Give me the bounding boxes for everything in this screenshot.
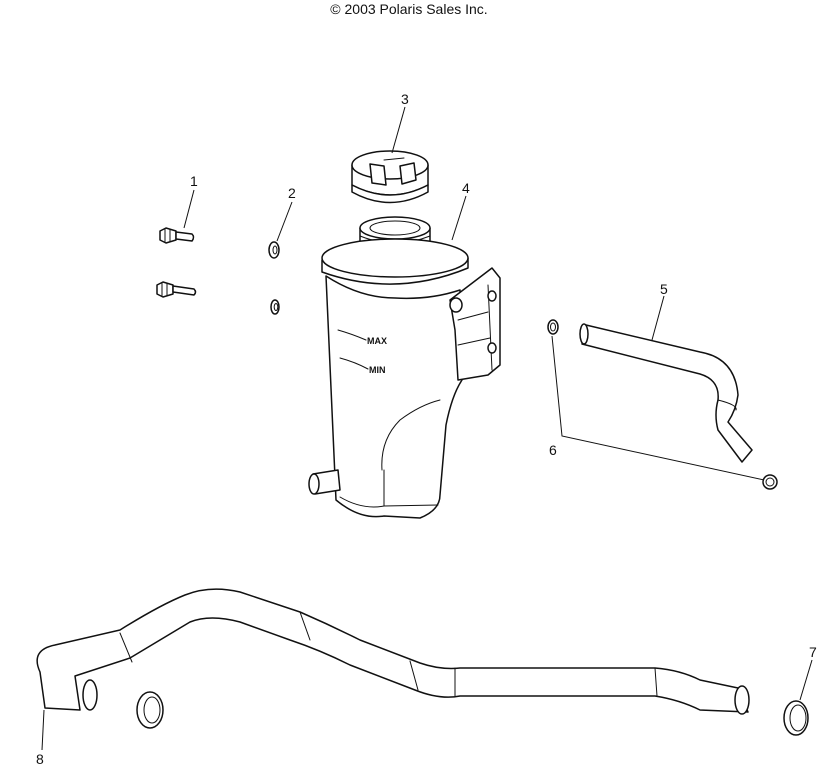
min-level-mark: MIN [369, 365, 386, 375]
callout-6: 6 [549, 442, 557, 458]
callout-4: 4 [462, 180, 470, 196]
hose-clamp-lower [762, 474, 778, 490]
bolt-upper [159, 227, 195, 244]
main-coolant-hose [36, 588, 750, 715]
callout-8: 8 [36, 751, 44, 767]
callout-7: 7 [809, 644, 817, 660]
max-level-mark: MAX [367, 336, 387, 346]
bolt-lower [156, 281, 197, 298]
large-clamp-left [136, 691, 164, 729]
callout-5: 5 [660, 281, 668, 297]
washer-lower [270, 299, 280, 315]
leader-lines [41, 106, 813, 751]
large-clamp-right [783, 700, 809, 736]
washer-upper [268, 241, 280, 259]
copyright-notice: © 2003 Polaris Sales Inc. [330, 1, 488, 17]
callout-1: 1 [190, 173, 198, 189]
coolant-reservoir: MAX MIN [308, 216, 501, 519]
callout-labels: 1 2 3 4 5 6 7 8 [36, 91, 817, 767]
callout-3: 3 [401, 91, 409, 107]
callout-2: 2 [288, 185, 296, 201]
hose-clamp-upper [547, 319, 559, 335]
reservoir-cap [351, 150, 429, 204]
vent-hose [579, 323, 753, 463]
